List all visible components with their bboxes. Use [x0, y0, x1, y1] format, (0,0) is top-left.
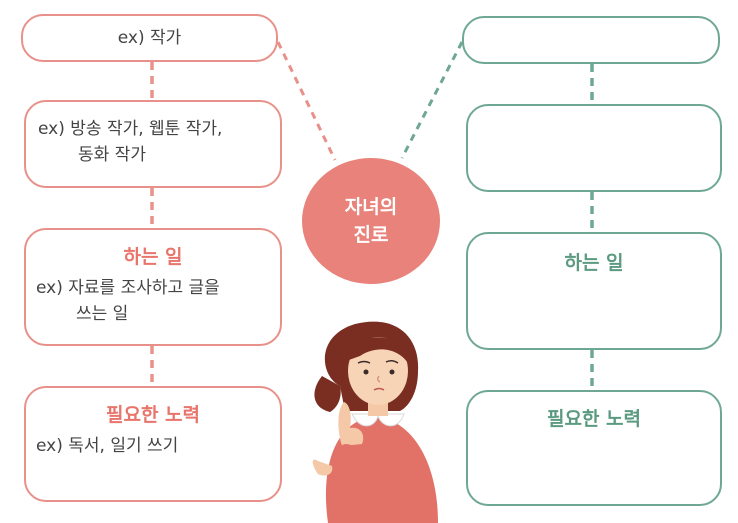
right-effort-box: 필요한 노력 — [466, 390, 722, 506]
right-detail-box — [466, 104, 722, 192]
left-detail-line2: 동화 작가 — [78, 145, 146, 165]
left-detail-box: ex) 방송 작가, 웹툰 작가, 동화 작가 — [24, 100, 282, 188]
right-effort-title: 필요한 노력 — [546, 408, 641, 430]
left-effort-box: 필요한 노력 ex) 독서, 일기 쓰기 — [24, 386, 282, 502]
left-effort-title: 필요한 노력 — [105, 404, 200, 426]
left-effort-line1: ex) 독서, 일기 쓰기 — [36, 436, 179, 456]
right-job-box — [462, 16, 720, 64]
left-job-text: ex) 작가 — [117, 28, 182, 48]
left-work-line1: ex) 자료를 조사하고 글을 — [36, 278, 220, 298]
right-work-box: 하는 일 — [466, 232, 722, 350]
center-line1: 자녀의 — [344, 196, 398, 218]
center-line2: 진로 — [353, 224, 389, 246]
center-circle: 자녀의 진로 — [302, 158, 440, 284]
left-work-title: 하는 일 — [123, 246, 183, 268]
right-work-title: 하는 일 — [564, 252, 624, 274]
left-work-box: 하는 일 ex) 자료를 조사하고 글을 쓰는 일 — [24, 228, 282, 346]
left-work-line2: 쓰는 일 — [76, 304, 129, 324]
left-detail-line1: ex) 방송 작가, 웹툰 작가, — [38, 119, 223, 139]
left-job-box: ex) 작가 — [21, 14, 278, 62]
girl-illustration — [312, 321, 438, 523]
